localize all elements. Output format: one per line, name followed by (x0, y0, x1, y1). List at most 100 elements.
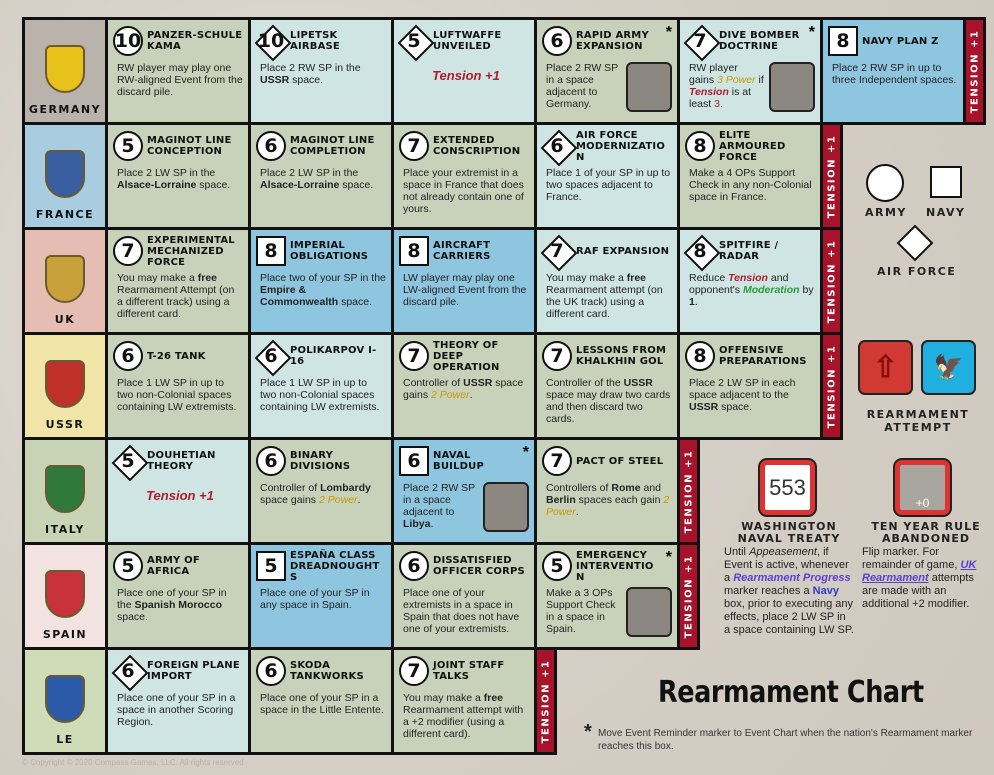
event-content: Place 1 of your SP in up to two spaces a… (542, 167, 672, 224)
event-box[interactable]: 10Panzer-schule KamaRW player may play o… (105, 17, 251, 125)
text-segment: 3 (714, 98, 720, 110)
event-header: 7Joint Staff Talks (399, 653, 529, 689)
event-box[interactable]: 7Dive Bomber Doctrine*RW player gains 3 … (677, 17, 823, 125)
text-segment: spaces each gain (575, 494, 664, 506)
event-box[interactable]: 7Extended ConscriptionPlace your extremi… (391, 122, 537, 230)
cost-number: 8 (836, 30, 850, 52)
event-title: Spitfire / Radar (719, 240, 779, 262)
event-box[interactable]: 7Theory of Deep OperationController of U… (391, 332, 537, 440)
event-box[interactable]: 8Aircraft CarriersLW player may play one… (391, 227, 537, 335)
event-box[interactable]: 6T-26 TankPlace 1 LW SP in up to two non… (105, 332, 251, 440)
event-header: 8Elite Armoured Force (685, 128, 815, 164)
event-header: 5Douhetian Theory (113, 443, 243, 479)
army-circle-icon: 6 (256, 131, 286, 161)
rearmament-red-marker-icon: ⇧ (858, 340, 913, 395)
event-content: You may make a free Rearmament attempt w… (399, 692, 529, 749)
event-text: You may make a free Rearmament attempt w… (403, 692, 529, 749)
event-box[interactable]: 5España Class DreadnoughtsPlace one of y… (248, 542, 394, 650)
event-box[interactable]: 6Maginot Line CompletionPlace 2 LW SP in… (248, 122, 394, 230)
text-segment: and (640, 482, 661, 494)
event-box[interactable]: 5Douhetian TheoryTension +1 (105, 437, 251, 545)
event-title: Maginot Line Conception (147, 135, 232, 157)
tension-label: Tension +1 (969, 29, 981, 113)
event-box[interactable]: 8Spitfire / RadarReduce Tension and oppo… (677, 227, 823, 335)
country-name: FRANCE (35, 208, 95, 221)
air-force-diamond-icon: 5 (399, 26, 429, 56)
text-segment: Alsace-Lorraine (260, 179, 340, 191)
cost-number: 8 (264, 240, 278, 262)
event-title: Rapid Army Expansion (576, 30, 649, 52)
event-box[interactable]: 6Binary DivisionsController of Lombardy … (248, 437, 394, 545)
cost-number: 6 (121, 345, 135, 367)
event-header: 5Army of Africa (113, 548, 243, 584)
event-box[interactable]: 5Emergency Intervention*Make a 3 OPs Sup… (534, 542, 680, 650)
rearmament-progress-link[interactable]: Rearmament Progress (733, 572, 851, 584)
event-text: RW player gains 3 Power if Tension is at… (689, 62, 765, 119)
event-photo (626, 62, 672, 112)
event-header: 6Dissatisfied Officer Corps (399, 548, 529, 584)
text-segment: Make a 3 OPs Support Check in a space in… (546, 587, 616, 635)
event-box[interactable]: 7Experimental Mechanized ForceYou may ma… (105, 227, 251, 335)
event-box[interactable]: 5Maginot Line ConceptionPlace 2 LW SP in… (105, 122, 251, 230)
event-box[interactable]: 10Lipetsk AirbasePlace 2 RW SP in the US… (248, 17, 394, 125)
tension-label: Tension +1 (826, 344, 838, 428)
event-box[interactable]: 6Foreign Plane ImportPlace one of your S… (105, 647, 251, 755)
washington-marker-label: 553 (769, 474, 806, 500)
event-box[interactable]: 5Army of AfricaPlace one of your SP in t… (105, 542, 251, 650)
event-title: Foreign Plane Import (147, 660, 240, 682)
text-segment: USSR (623, 377, 653, 389)
air-force-diamond-icon: 10 (256, 26, 286, 56)
event-text: Tension +1 (403, 68, 529, 119)
event-box[interactable]: 6Dissatisfied Officer CorpsPlace one of … (391, 542, 537, 650)
event-box[interactable]: 7Joint Staff TalksYou may make a free Re… (391, 647, 537, 755)
coat-of-arms-icon (45, 570, 85, 618)
text-segment: free (483, 692, 504, 704)
event-text: Reduce Tension and opponent's Moderation… (689, 272, 815, 329)
country-ussr: USSR (22, 332, 108, 440)
event-title: Luftwaffe Unveiled (433, 30, 502, 52)
washington-event: Washington Naval Treaty Until Appeasemen… (724, 521, 854, 637)
event-box[interactable]: 6Naval Buildup*Place 2 RW SP in a space … (391, 437, 537, 545)
text-segment: Rearmament Attempt (on a different track… (117, 284, 235, 320)
event-box[interactable]: 8Elite Armoured ForceMake a 4 OPs Suppor… (677, 122, 823, 230)
country-name: GERMANY (28, 103, 102, 116)
text-segment: Controller of the (546, 377, 624, 389)
event-title: Emergency Intervention (576, 549, 654, 583)
tension-bar: Tension +1 (677, 437, 700, 545)
event-box[interactable]: 8Imperial ObligationsPlace two of your S… (248, 227, 394, 335)
event-box[interactable]: 6Air Force ModernizationPlace 1 of your … (534, 122, 680, 230)
asterisk-icon: * (808, 24, 815, 41)
text-segment: Place 1 LW SP in up to two non-Colonial … (117, 377, 237, 413)
air-force-diamond-icon: 6 (256, 341, 286, 371)
tenyear-event: Ten Year Rule Abandoned Flip marker. For… (862, 521, 990, 611)
event-header: 7Experimental Mechanized Force (113, 233, 243, 269)
event-box[interactable]: 6Skoda TankworksPlace one of your SP in … (248, 647, 394, 755)
text-segment: Place one of your extremists in a space … (403, 587, 520, 635)
event-title: Theory of Deep Operation (433, 339, 500, 373)
uk-rearmament-link[interactable]: UK Rearmament (862, 559, 977, 584)
event-header: 6T-26 Tank (113, 338, 243, 374)
event-header: 8Imperial Obligations (256, 233, 386, 269)
army-circle-icon: 6 (256, 446, 286, 476)
event-header: 6Binary Divisions (256, 443, 386, 479)
event-text: Place 1 of your SP in up to two spaces a… (546, 167, 672, 224)
chart-title: Rearmament Chart (658, 675, 924, 710)
event-title: Maginot Line Completion (290, 135, 375, 157)
event-header: 7Dive Bomber Doctrine* (685, 23, 815, 59)
event-box[interactable]: 7Lessons from Khalkhin GolController of … (534, 332, 680, 440)
text-segment: and opponent's (689, 272, 789, 296)
event-header: 5Maginot Line Conception (113, 128, 243, 164)
event-box[interactable]: 5Luftwaffe UnveiledTension +1 (391, 17, 537, 125)
event-photo (626, 587, 672, 637)
event-box[interactable]: 6Rapid Army Expansion*Place 2 RW SP in a… (534, 17, 680, 125)
cost-number: 6 (407, 450, 421, 472)
cost-number: 8 (693, 135, 707, 157)
event-content: Place one of your extremists in a space … (399, 587, 529, 644)
event-box[interactable]: 8Offensive PreparationsPlace 2 LW SP in … (677, 332, 823, 440)
cost-number: 7 (407, 660, 421, 682)
navy-square-icon: 8 (399, 236, 429, 266)
event-box[interactable]: 7Pact of SteelControllers of Rome and Be… (534, 437, 680, 545)
